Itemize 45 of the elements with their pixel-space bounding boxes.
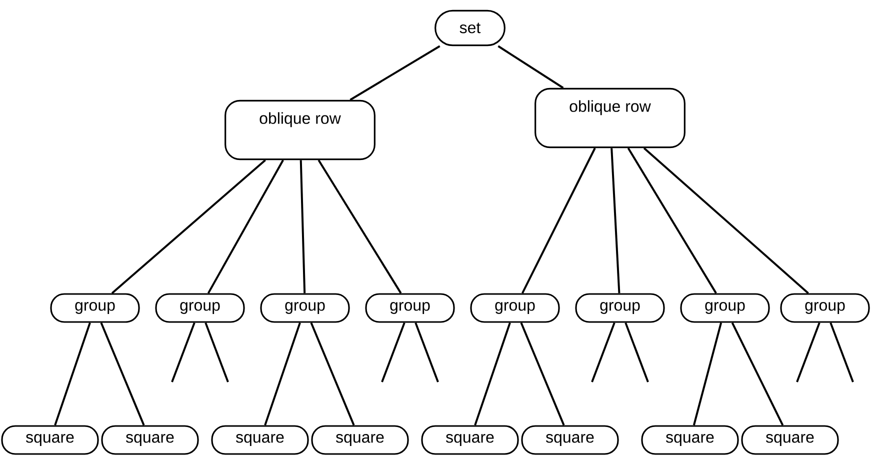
- connector-line: [204, 322, 229, 382]
- group-node: group: [155, 293, 245, 323]
- row-node: oblique row: [534, 88, 686, 148]
- group-node: group: [680, 293, 770, 323]
- group-node: group: [470, 293, 560, 323]
- root-node: set: [434, 10, 506, 46]
- leaf-node: square: [1, 425, 99, 455]
- connector-line: [264, 322, 301, 426]
- connector-line: [610, 148, 620, 294]
- connector-line: [318, 160, 402, 294]
- leaf-node: square: [101, 425, 199, 455]
- connector-line: [796, 322, 820, 382]
- connector-line: [624, 322, 649, 382]
- connector-line: [300, 160, 306, 294]
- connector-line: [627, 148, 717, 294]
- connector-line: [414, 322, 439, 382]
- connector-line: [498, 45, 564, 89]
- group-node: group: [50, 293, 140, 323]
- group-node: group: [365, 293, 455, 323]
- group-node: group: [575, 293, 665, 323]
- connector-line: [522, 148, 596, 294]
- connector-line: [310, 322, 355, 426]
- connector-line: [830, 322, 854, 382]
- connector-line: [381, 322, 406, 382]
- connector-line: [731, 322, 784, 426]
- leaf-node: square: [211, 425, 309, 455]
- row-node: oblique row: [224, 100, 376, 160]
- connector-line: [207, 160, 284, 294]
- connector-line: [591, 322, 616, 382]
- connector-line: [171, 322, 196, 382]
- connector-line: [100, 322, 145, 426]
- connector-line: [350, 45, 440, 101]
- connector-line: [474, 322, 511, 426]
- leaf-node: square: [521, 425, 619, 455]
- leaf-node: square: [421, 425, 519, 455]
- leaf-node: square: [311, 425, 409, 455]
- group-node: group: [780, 293, 870, 323]
- connector-line: [111, 159, 266, 294]
- connector-line: [692, 322, 722, 426]
- connector-line: [643, 147, 809, 294]
- leaf-node: square: [741, 425, 839, 455]
- leaf-node: square: [641, 425, 739, 455]
- group-node: group: [260, 293, 350, 323]
- connector-line: [520, 322, 565, 426]
- connector-line: [54, 322, 91, 426]
